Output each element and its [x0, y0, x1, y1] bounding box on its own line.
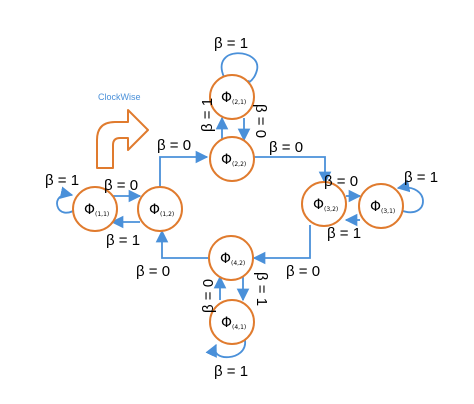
label-top-to-right: β = 0	[269, 139, 303, 156]
node-1-1: Φ (1,1)	[72, 186, 118, 232]
label-right-to-bottom: β = 0	[286, 263, 320, 280]
label-left-fwd: β = 0	[104, 177, 138, 194]
node-3-2: Φ (3,2)	[301, 181, 347, 227]
node-3-1: Φ (3,1)	[358, 183, 404, 229]
edge-loop-1-1	[56, 186, 79, 214]
node-2-2-subscript: (2,2)	[232, 161, 246, 168]
node-4-2: Φ (4,2)	[208, 235, 254, 281]
edge-3-2-to-4-2	[252, 225, 311, 265]
label-top-up: β = 1	[199, 98, 216, 132]
node-2-1: Φ (2,1)	[209, 74, 255, 120]
node-2-1-symbol: Φ	[221, 90, 232, 106]
node-1-1-symbol: Φ	[84, 202, 95, 218]
edge-loop-3-1	[396, 179, 424, 213]
label-right-fwd: β = 0	[324, 173, 358, 190]
node-3-1-symbol: Φ	[370, 199, 381, 215]
node-2-2: Φ (2,2)	[209, 136, 255, 182]
node-1-1-subscript: (1,1)	[95, 211, 109, 218]
node-1-2: Φ (1,2)	[137, 186, 183, 232]
edge-2-2-to-3-2	[254, 156, 332, 185]
curved-arrow-right-icon	[96, 109, 149, 169]
node-4-1-symbol: Φ	[221, 315, 232, 331]
label-right-loop: β = 1	[404, 169, 438, 186]
node-2-1-subscript: (2,1)	[232, 99, 246, 106]
label-left-back: β = 1	[106, 232, 140, 249]
edge-4-2-to-1-2	[155, 229, 209, 259]
node-1-2-subscript: (1,2)	[160, 211, 174, 218]
node-3-2-symbol: Φ	[313, 197, 324, 213]
edge-1-2-to-2-2	[159, 150, 209, 194]
node-1-2-symbol: Φ	[149, 202, 160, 218]
node-4-2-subscript: (4,2)	[231, 260, 245, 267]
node-3-2-subscript: (3,2)	[324, 206, 338, 213]
label-bottom-to-left: β = 0	[136, 263, 170, 280]
node-2-2-symbol: Φ	[221, 152, 232, 168]
edges	[56, 52, 424, 359]
label-top-down: β = 0	[252, 104, 269, 138]
label-to-top: β = 0	[157, 137, 191, 154]
label-right-back: β = 1	[327, 225, 361, 242]
label-left-loop: β = 1	[45, 172, 79, 189]
edge-loop-4-1	[205, 339, 246, 359]
node-4-2-symbol: Φ	[220, 251, 231, 267]
clockwise-label: ClockWise	[98, 92, 141, 102]
node-4-1-subscript: (4,1)	[232, 324, 246, 331]
label-bottom-down: β = 1	[253, 272, 270, 306]
node-3-1-subscript: (3,1)	[381, 208, 395, 215]
label-bottom-loop: β = 1	[214, 363, 248, 380]
node-4-1: Φ (4,1)	[209, 299, 255, 345]
label-bottom-up: β = 0	[200, 279, 217, 313]
label-top-loop: β = 1	[214, 35, 248, 52]
